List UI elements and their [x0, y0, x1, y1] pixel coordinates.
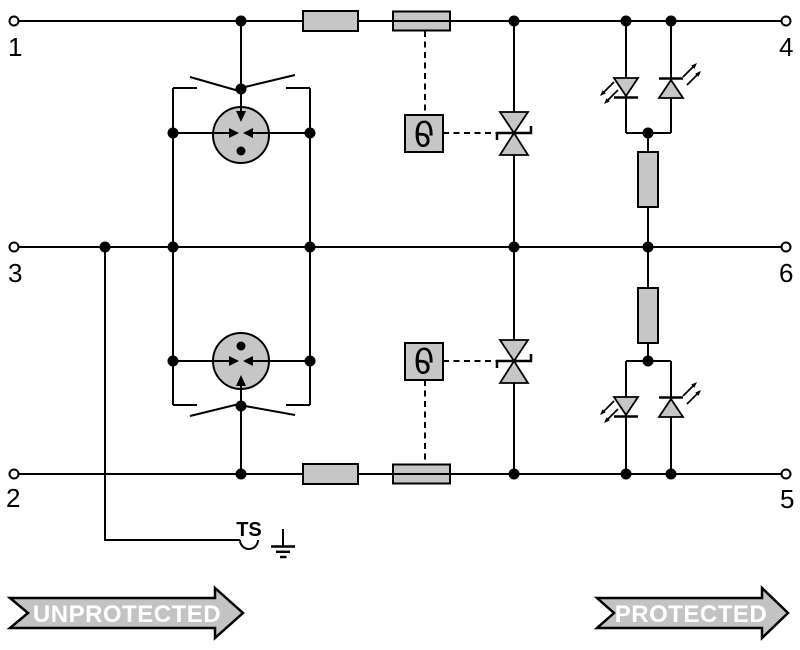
terminal-4	[780, 15, 792, 27]
status-led-up	[657, 63, 701, 99]
earth-symbol	[271, 529, 295, 559]
ts-label: TS	[236, 519, 262, 541]
arrow-shape	[6, 585, 245, 641]
electrode-arrow-bottom	[236, 375, 246, 386]
emission-arrow	[606, 408, 619, 421]
switch-blade-left	[189, 403, 240, 417]
status-led-down	[600, 396, 640, 423]
terminals: 1 4 3 6 2 5	[6, 15, 794, 514]
emission-arrow	[682, 384, 695, 397]
indicator-branch-bottom	[600, 247, 701, 474]
thermal-disconnect-bottom	[404, 342, 444, 381]
series-resistor-top	[302, 10, 359, 32]
thermal-disconnects: ϑ ϑ	[404, 31, 496, 464]
terminal-3-label: 3	[8, 258, 22, 288]
electrode-arrow-left	[229, 356, 239, 366]
emission-arrow	[682, 65, 695, 78]
thermal-disconnect-top	[404, 114, 444, 153]
junction-dots	[99, 15, 677, 480]
banner-protected-label: PROTECTED	[615, 601, 768, 628]
emission-arrow	[602, 81, 615, 94]
zener-bar	[495, 354, 533, 368]
electrode-arrow-left	[229, 128, 239, 138]
banner-unprotected-label: UNPROTECTED	[33, 601, 221, 628]
gas-discharge-tube-top	[173, 106, 310, 164]
fail-safe-disconnect-bottom	[173, 400, 310, 417]
status-led-up	[657, 382, 701, 418]
suppressor-diode-top	[495, 111, 533, 156]
ts-contact-hook	[239, 539, 259, 550]
suppressor-diode-bottom	[495, 339, 533, 384]
indicator-resistor-top	[637, 151, 659, 208]
banners: UNPROTECTED PROTECTED	[6, 585, 790, 641]
junction-dot	[235, 83, 247, 95]
terminal-1-label: 1	[8, 32, 22, 62]
switch-blade-right	[244, 405, 296, 416]
earth-tap-wire	[104, 247, 240, 541]
theta-symbol: ϑ	[413, 339, 434, 379]
gas-indicator-dot	[236, 146, 246, 156]
electrode-arrow-top	[236, 111, 246, 122]
electrode-arrow-right	[243, 128, 253, 138]
arrow-shape	[593, 585, 790, 641]
banner-unprotected: UNPROTECTED	[6, 585, 245, 641]
electrode-arrow-right	[243, 356, 253, 366]
switch-blade-left	[189, 76, 240, 92]
gas-discharge-tube-bottom	[173, 332, 310, 390]
terminal-5-label: 5	[780, 484, 794, 514]
emission-arrow	[686, 73, 699, 86]
terminal-6	[780, 241, 792, 253]
terminal-3	[8, 241, 20, 253]
fail-safe-disconnect-top	[173, 74, 310, 95]
gas-indicator-dot	[236, 341, 246, 351]
theta-symbol: ϑ	[413, 112, 434, 152]
emission-arrow	[606, 89, 619, 102]
terminal-2-label: 2	[6, 483, 20, 513]
earth-tap: TS	[104, 247, 295, 559]
terminal-2	[8, 468, 20, 480]
series-components	[302, 10, 451, 485]
switch-blade-right	[244, 74, 296, 88]
emission-arrow	[602, 400, 615, 413]
banner-protected: PROTECTED	[593, 585, 790, 641]
terminal-5	[780, 468, 792, 480]
status-led-down	[600, 77, 640, 104]
terminal-1	[8, 15, 20, 27]
terminal-4-label: 4	[779, 32, 793, 62]
emission-arrow	[686, 392, 699, 405]
indicator-branch-top	[600, 21, 701, 247]
indicator-resistor-bottom	[637, 287, 659, 344]
series-resistor-bottom	[302, 463, 359, 485]
terminal-6-label: 6	[779, 258, 793, 288]
zener-bar	[495, 126, 533, 140]
junction-dot	[235, 400, 247, 412]
